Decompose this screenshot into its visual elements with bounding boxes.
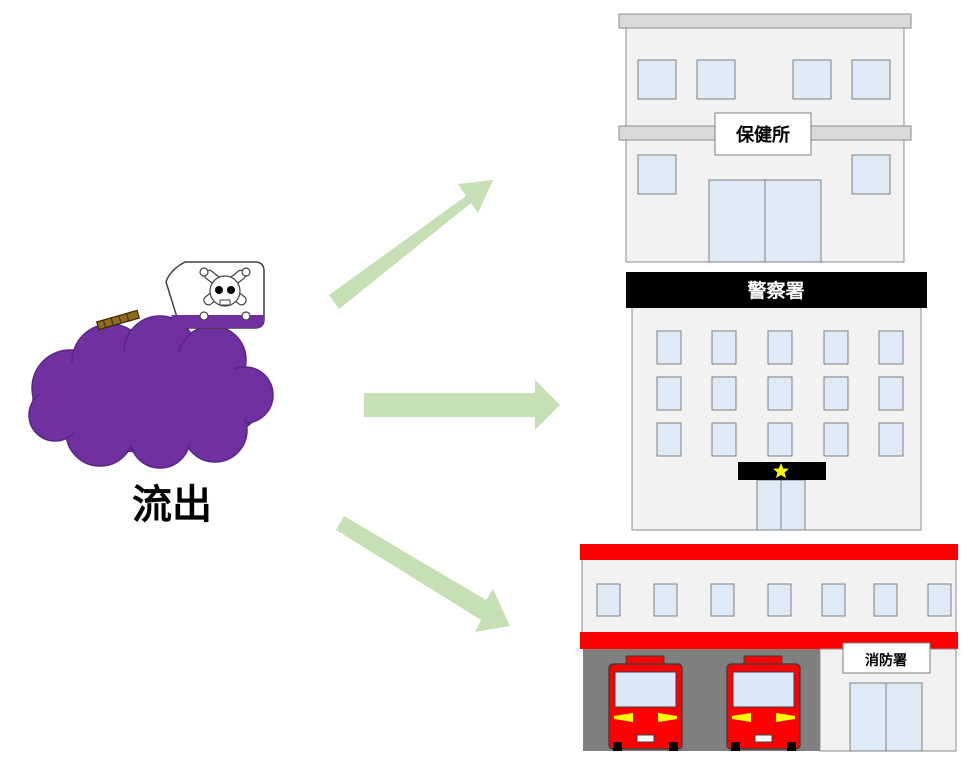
fire-truck-icon (726, 655, 801, 751)
fire-station-building (580, 544, 958, 752)
arrow-to-fire-station (336, 516, 510, 632)
cigarette-icon (95, 309, 141, 331)
source-label: 流出 (132, 481, 212, 528)
police-station-building (626, 272, 927, 531)
poison-bottle-icon (165, 261, 265, 329)
health-center-sign: 保健所 (735, 124, 790, 146)
fire-truck-icon (608, 655, 683, 751)
toxic-cloud-icon (28, 315, 274, 469)
star-icon (773, 463, 789, 478)
fire-station-sign: 消防署 (865, 652, 907, 669)
arrow-to-health-center (329, 180, 493, 309)
police-station-sign: 警察署 (747, 279, 804, 302)
arrow-to-police-station (364, 380, 560, 430)
health-center-building (618, 13, 912, 263)
